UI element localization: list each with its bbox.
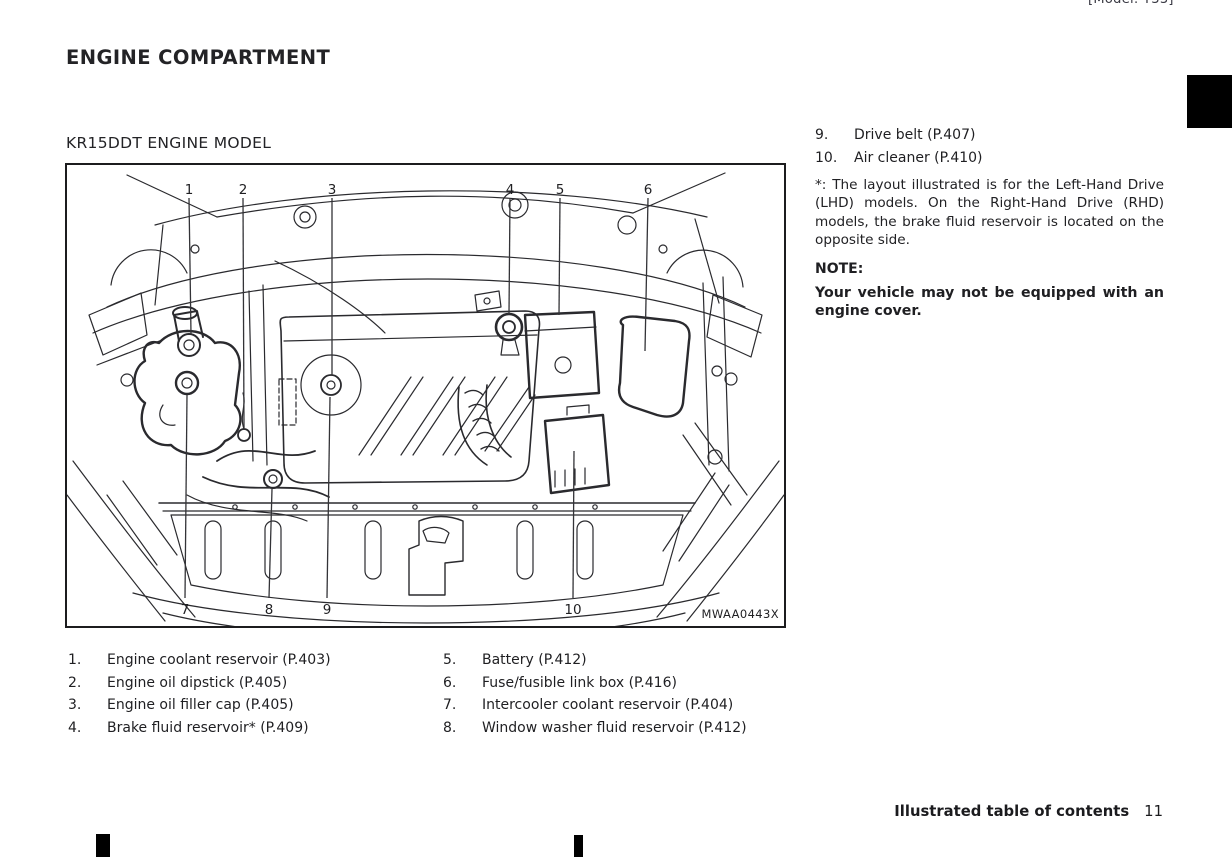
legend-item-label: Window washer fluid reservoir (P.412) bbox=[482, 719, 747, 736]
legend-item-number: 9. bbox=[815, 126, 829, 143]
legend-item-10: 10. Air cleaner (P.410) bbox=[815, 146, 1164, 169]
legend-right-column: 5. Battery (P.412) 6. Fuse/fusible link … bbox=[443, 649, 747, 739]
legend-item-label: Air cleaner (P.410) bbox=[854, 149, 983, 166]
callout-3: 3 bbox=[328, 182, 337, 198]
legend-item-number: 2. bbox=[68, 674, 82, 691]
callout-8: 8 bbox=[265, 602, 274, 618]
print-registration-mark bbox=[96, 834, 110, 857]
callout-6: 6 bbox=[644, 182, 653, 198]
legend-item-label: Engine oil dipstick (P.405) bbox=[107, 674, 288, 691]
legend-item-number: 3. bbox=[68, 697, 82, 714]
legend-item-number: 8. bbox=[443, 719, 457, 736]
legend-item-6: 6. Fuse/fusible link box (P.416) bbox=[443, 672, 747, 695]
legend-item-number: 7. bbox=[443, 697, 457, 714]
footer-chapter-label: Illustrated table of contents bbox=[894, 803, 1130, 820]
note-heading: NOTE: bbox=[815, 260, 864, 277]
legend-item-4: 4. Brake fluid reservoir* (P.409) bbox=[68, 717, 331, 740]
engine-compartment-illustration: 1 2 3 4 5 6 7 8 9 10 MWAA0443X bbox=[67, 172, 784, 626]
callout-9: 9 bbox=[323, 602, 332, 618]
legend-item-number: 4. bbox=[68, 719, 82, 736]
lhd-rhd-footnote: *: The layout illustrated is for the Lef… bbox=[815, 177, 1164, 249]
footer-page-number: 11 bbox=[1144, 803, 1163, 820]
illustration-code: MWAA0443X bbox=[702, 607, 779, 621]
legend-left-column: 1. Engine coolant reservoir (P.403) 2. E… bbox=[68, 649, 331, 739]
callout-4: 4 bbox=[506, 182, 515, 198]
model-reference: [Model: T33] bbox=[1088, 0, 1174, 7]
note-body: Your vehicle may not be equipped with an… bbox=[815, 284, 1164, 320]
engine-bay-drawing bbox=[67, 172, 784, 626]
legend-item-3: 3. Engine oil filler cap (P.405) bbox=[68, 694, 331, 717]
legend-item-7: 7. Intercooler coolant reservoir (P.404) bbox=[443, 694, 747, 717]
legend-item-8: 8. Window washer fluid reservoir (P.412) bbox=[443, 717, 747, 740]
callout-10: 10 bbox=[564, 602, 581, 618]
callout-5: 5 bbox=[556, 182, 565, 198]
legend-item-label: Drive belt (P.407) bbox=[854, 126, 976, 143]
callout-7: 7 bbox=[181, 602, 190, 618]
legend-item-label: Engine oil filler cap (P.405) bbox=[107, 697, 294, 714]
sidebar-text-block: 9. Drive belt (P.407) 10. Air cleaner (P… bbox=[815, 123, 1164, 320]
callout-numbers: 1 2 3 4 5 6 7 8 9 10 bbox=[181, 182, 653, 618]
legend-item-number: 1. bbox=[68, 652, 82, 669]
legend-item-label: Brake fluid reservoir* (P.409) bbox=[107, 719, 309, 736]
legend-item-1: 1. Engine coolant reservoir (P.403) bbox=[68, 649, 331, 672]
page-footer: Illustrated table of contents 11 bbox=[894, 803, 1163, 820]
legend-item-5: 5. Battery (P.412) bbox=[443, 649, 747, 672]
callout-leader-lines bbox=[184, 197, 649, 599]
engine-diagram-frame: 1 2 3 4 5 6 7 8 9 10 MWAA0443X bbox=[65, 163, 786, 628]
callout-2: 2 bbox=[239, 182, 248, 198]
legend-item-2: 2. Engine oil dipstick (P.405) bbox=[68, 672, 331, 695]
section-title: KR15DDT ENGINE MODEL bbox=[66, 134, 272, 152]
legend-item-number: 6. bbox=[443, 674, 457, 691]
legend-item-label: Battery (P.412) bbox=[482, 652, 587, 669]
legend-item-label: Engine coolant reservoir (P.403) bbox=[107, 652, 331, 669]
legend-item-9: 9. Drive belt (P.407) bbox=[815, 123, 1164, 146]
print-registration-mark bbox=[574, 835, 583, 857]
chapter-edge-tab bbox=[1187, 75, 1232, 128]
legend-item-label: Fuse/fusible link box (P.416) bbox=[482, 674, 677, 691]
legend-item-number: 10. bbox=[815, 149, 838, 166]
legend-item-label: Intercooler coolant reservoir (P.404) bbox=[482, 697, 734, 714]
legend-item-number: 5. bbox=[443, 652, 457, 669]
callout-1: 1 bbox=[185, 182, 194, 198]
page-title: ENGINE COMPARTMENT bbox=[66, 46, 331, 69]
